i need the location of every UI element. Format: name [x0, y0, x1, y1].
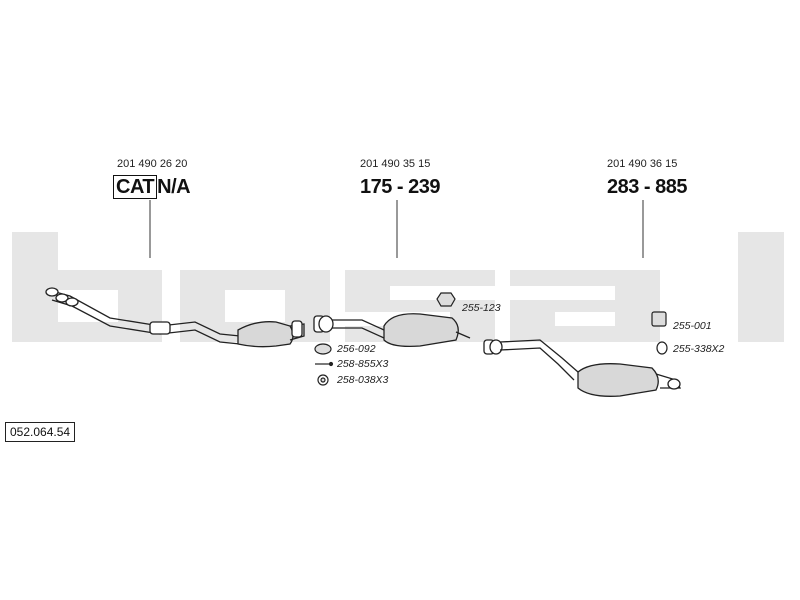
- part-label-gasket: 256-092: [337, 343, 376, 355]
- middle-part-number: 175 - 239: [360, 176, 441, 198]
- part-label-rubber-mount: 255-001: [673, 320, 712, 332]
- rear-part-number: 283 - 885: [607, 176, 688, 198]
- gasket-icon: [314, 343, 332, 355]
- oem-number-middle: 201 490 35 15: [360, 158, 431, 170]
- bosal-watermark: [12, 232, 784, 342]
- rubber-mount-icon: [651, 311, 667, 327]
- part-label-clamp: 255-123: [462, 302, 501, 314]
- oem-number-rear: 201 490 36 15: [607, 158, 678, 170]
- oem-number-front-pipe: 201 490 26 20: [117, 158, 188, 170]
- reference-number: 052.064.54: [5, 422, 76, 442]
- catalyst-value: N/A: [157, 176, 191, 198]
- part-label-ring-clamp: 255-338X2: [673, 343, 725, 355]
- cat-badge: CAT: [113, 175, 158, 199]
- clamp-icon: [436, 292, 456, 307]
- part-label-bolt: 258-855X3: [337, 358, 389, 370]
- ring-clamp-icon: [656, 341, 668, 355]
- part-label-nut: 258-038X3: [337, 374, 389, 386]
- middle-silencer: [313, 313, 471, 348]
- rear-silencer: [483, 339, 682, 397]
- front-pipe-catalyst: [45, 287, 305, 348]
